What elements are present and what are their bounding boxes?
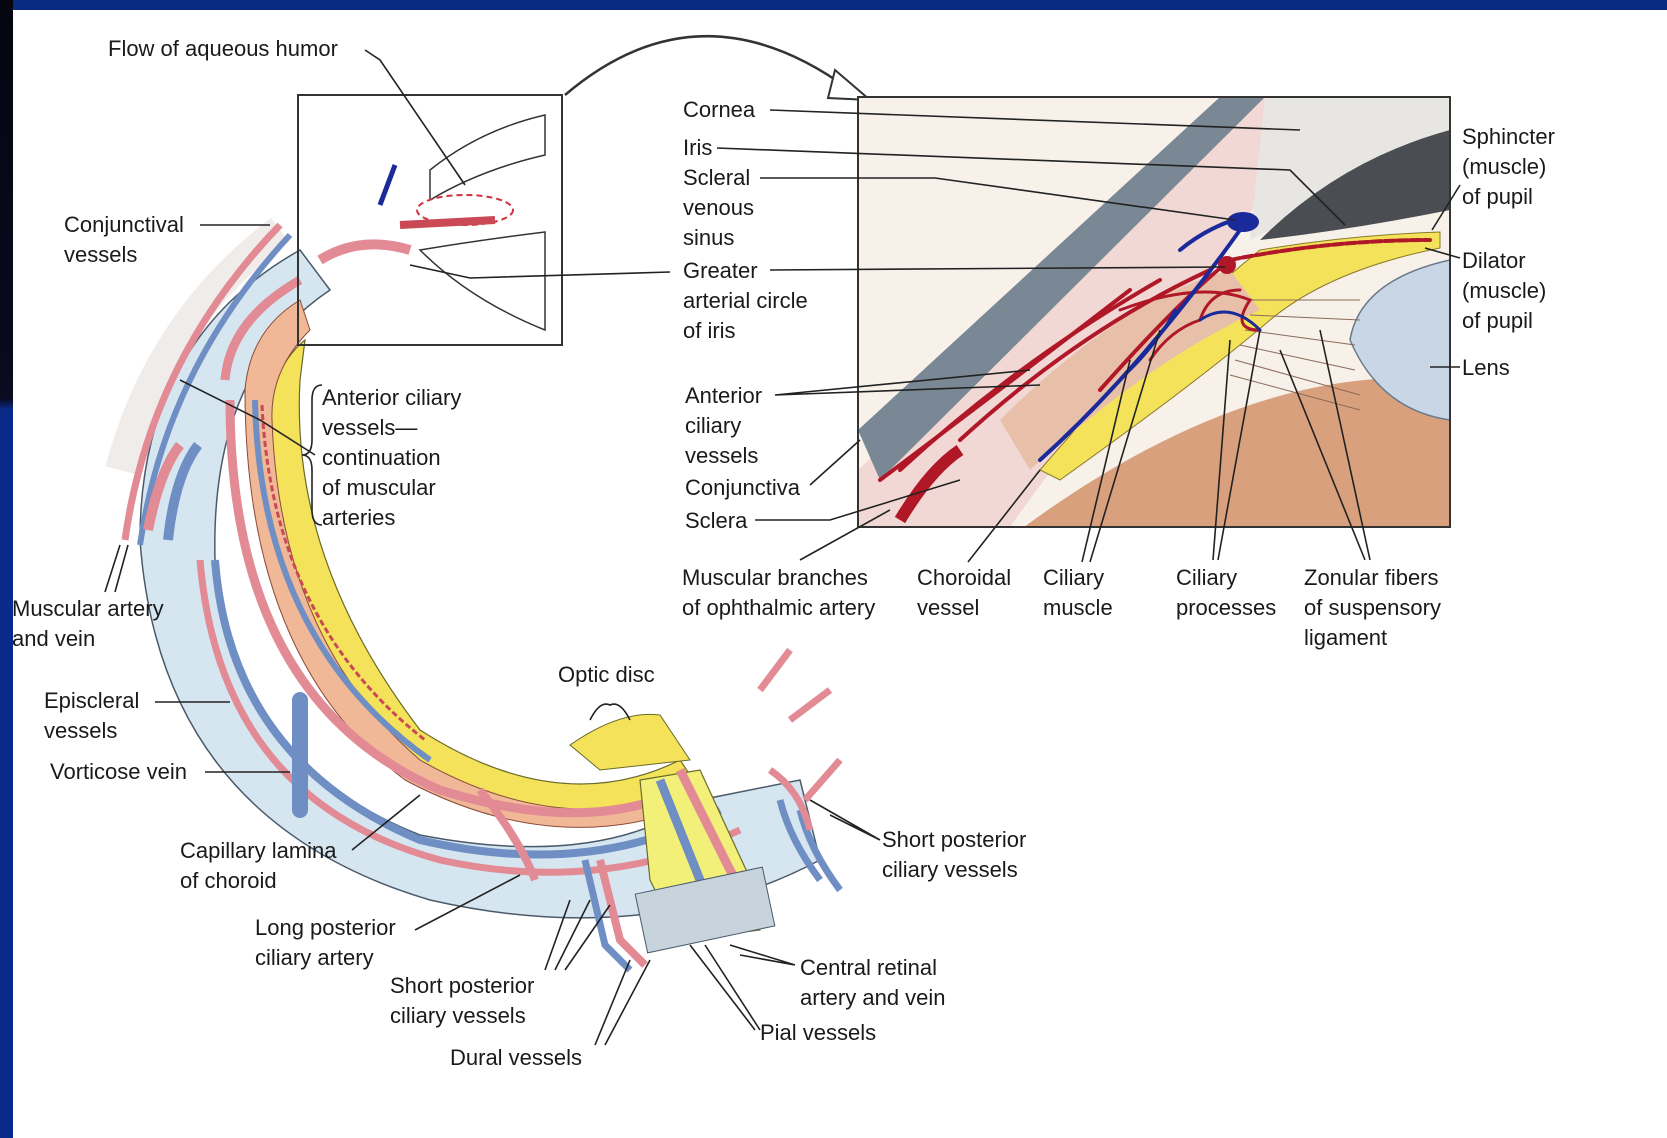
leader-conjunctiva — [810, 440, 860, 485]
label-anterior-ciliary-continuation: Anterior ciliary vessels— continuation o… — [322, 385, 468, 530]
label-cornea: Cornea — [683, 97, 756, 122]
label-scleral-venous-sinus: Scleral venous sinus — [683, 165, 760, 250]
label-short-posterior-bottom: Short posterior ciliary vessels — [390, 973, 540, 1028]
label-zonular-fibers: Zonular fibers of suspensory ligament — [1304, 565, 1447, 650]
label-anterior-ciliary-vessels: Anterior ciliary vessels — [685, 383, 768, 468]
label-dilator: Dilator (muscle) of pupil — [1462, 248, 1552, 333]
label-ciliary-muscle: Ciliary muscle — [1043, 565, 1113, 620]
label-pial-vessels: Pial vessels — [760, 1020, 876, 1045]
zoom-arrow — [565, 36, 870, 100]
scleral-venous-sinus-shape — [1227, 212, 1259, 232]
label-ciliary-processes: Ciliary processes — [1176, 565, 1276, 620]
label-episcleral-vessels: Episcleral vessels — [44, 688, 146, 743]
label-dural-vessels: Dural vessels — [450, 1045, 582, 1070]
label-sphincter: Sphincter (muscle) of pupil — [1462, 124, 1561, 209]
label-sclera: Sclera — [685, 508, 748, 533]
label-lens: Lens — [1462, 355, 1510, 380]
label-long-posterior: Long posterior ciliary artery — [255, 915, 402, 970]
label-choroidal-vessel: Choroidal vessel — [917, 565, 1017, 620]
label-flow-aqueous: Flow of aqueous humor — [108, 36, 338, 61]
label-capillary-lamina: Capillary lamina of choroid — [180, 838, 343, 893]
lens-outline — [420, 232, 545, 330]
label-muscular-artery-vein: Muscular artery and vein — [12, 596, 170, 651]
scleral-sinus-stub — [380, 165, 395, 205]
greater-arterial-circle-shape — [1218, 256, 1236, 274]
zoom-arrow-head — [828, 70, 870, 100]
label-optic-disc: Optic disc — [558, 662, 655, 687]
leader-short-posterior-right — [810, 800, 880, 840]
label-central-retinal: Central retinal artery and vein — [800, 955, 946, 1010]
label-vorticose-vein: Vorticose vein — [50, 759, 187, 784]
iris-stub — [400, 220, 495, 225]
magnified-angle — [858, 97, 1450, 530]
leader-muscular-branches — [800, 510, 890, 560]
label-iris: Iris — [683, 135, 712, 160]
posterior-vessel-f — [760, 650, 840, 800]
optic-disc-bulge — [570, 714, 690, 770]
label-greater-arterial-circle: Greater arterial circle of iris — [683, 258, 814, 343]
label-conjunctiva: Conjunctiva — [685, 475, 801, 500]
leader-dural — [595, 960, 650, 1045]
label-short-posterior-right: Short posterior ciliary vessels — [882, 827, 1032, 882]
leader-pial — [690, 945, 760, 1030]
label-muscular-branches: Muscular branches of ophthalmic artery — [682, 565, 875, 620]
leader-central-retinal — [730, 945, 795, 965]
ciliary-body-stub — [320, 244, 410, 260]
zoom-arrow-curve — [565, 36, 850, 95]
leader-muscular-artery — [105, 545, 128, 592]
label-conjunctival-vessels: Conjunctival vessels — [64, 212, 190, 267]
